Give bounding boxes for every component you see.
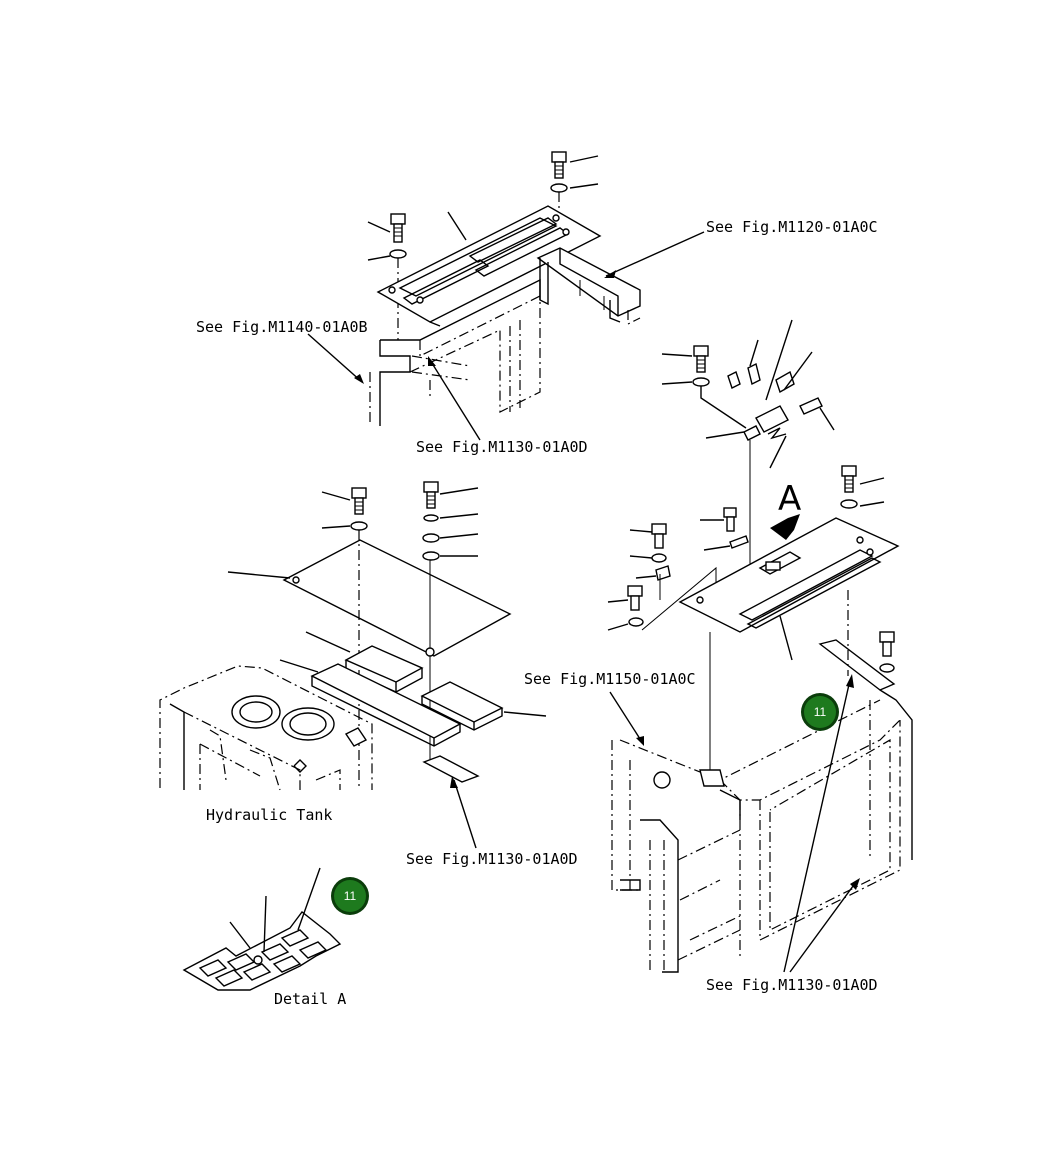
washer-icon	[389, 249, 407, 259]
top-cover-assembly	[307, 151, 705, 441]
label-hydraulic-tank: Hydraulic Tank	[206, 806, 332, 824]
washer-icon	[350, 521, 368, 531]
label-ref-m1130-bottom: See Fig.M1130-01A0D	[706, 976, 878, 994]
washer-icon	[840, 499, 858, 509]
label-detail-a: Detail A	[274, 990, 346, 1008]
callout-number: 11	[344, 889, 357, 903]
right-leaders	[609, 674, 860, 973]
radiator-frame	[611, 689, 913, 973]
bolt-icon	[723, 507, 737, 532]
washer-icon	[422, 533, 440, 543]
label-ref-m1130-upper: See Fig.M1130-01A0D	[416, 438, 588, 456]
bolt-icon	[351, 487, 367, 515]
bolt-icon	[423, 481, 439, 509]
left-cover-assembly	[159, 481, 547, 791]
right-cover-assembly	[607, 465, 900, 770]
washer-icon	[651, 553, 667, 563]
detail-a-pad	[182, 867, 342, 991]
label-ref-m1150: See Fig.M1150-01A0C	[524, 670, 696, 688]
callout-number: 11	[814, 705, 827, 719]
bolt-icon	[841, 465, 857, 493]
label-ref-m1140: See Fig.M1140-01A0B	[196, 318, 368, 336]
switch-parts	[661, 319, 835, 570]
bolt-icon	[651, 523, 667, 549]
label-ref-m1120: See Fig.M1120-01A0C	[706, 218, 878, 236]
label-ref-m1130-middle: See Fig.M1130-01A0D	[406, 850, 578, 868]
washer-icon	[550, 183, 568, 193]
bolt-icon	[390, 213, 406, 243]
bolt-icon	[627, 585, 643, 611]
callout-badge-right[interactable]: 11	[801, 693, 839, 731]
callout-badge-left[interactable]: 11	[331, 877, 369, 915]
bolt-icon	[879, 631, 895, 657]
lower-left-bracket	[422, 755, 480, 849]
washer-icon	[692, 377, 710, 387]
bolt-icon	[693, 345, 709, 373]
washer-icon	[879, 663, 895, 673]
bolt-icon	[551, 151, 567, 179]
washer-icon	[628, 617, 644, 627]
svg-text:A: A	[778, 479, 801, 519]
view-arrow: A	[770, 479, 801, 540]
washer-icon	[422, 551, 440, 561]
